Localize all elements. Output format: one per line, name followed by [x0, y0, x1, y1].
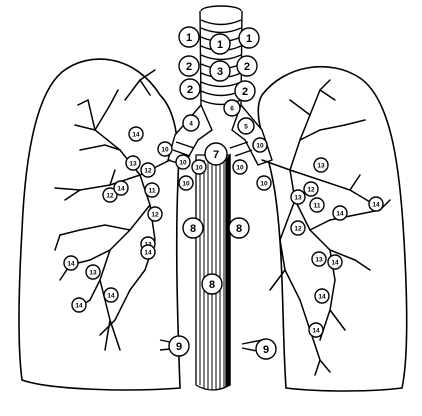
node-n13c: 13: [86, 265, 100, 279]
node-number: 3: [217, 66, 223, 78]
node-n3: 3: [210, 61, 230, 81]
node-n2c: 2: [180, 79, 200, 99]
node-n13e: 13: [291, 190, 305, 204]
node-n2b: 2: [237, 56, 257, 76]
node-n10c: 10: [179, 176, 193, 190]
left-bronchial-tree: [262, 80, 390, 375]
node-number: 13: [315, 257, 323, 264]
node-n8c: 8: [202, 274, 222, 294]
node-n11a: 11: [145, 183, 159, 197]
node-n10b: 10: [176, 155, 190, 169]
node-n12a: 12: [141, 163, 155, 177]
node-number: 14: [331, 260, 339, 267]
node-n8a: 8: [183, 218, 203, 238]
node-number: 12: [151, 212, 159, 219]
node-number: 8: [236, 223, 242, 235]
node-n8b: 8: [229, 218, 249, 238]
right-lung-outline: [19, 59, 180, 390]
node-number: 14: [107, 293, 115, 300]
node-number: 10: [195, 165, 203, 172]
node-number: 13: [317, 163, 325, 170]
node-n1c: 1: [239, 28, 259, 48]
node-number: 10: [256, 143, 264, 150]
node-n12d: 12: [291, 221, 305, 235]
node-number: 13: [129, 161, 137, 168]
node-n6: 6: [224, 100, 240, 116]
node-number: 13: [89, 270, 97, 277]
node-number: 14: [67, 261, 75, 268]
node-number: 10: [182, 181, 190, 188]
node-number: 14: [144, 250, 152, 257]
node-n14k: 14: [309, 323, 323, 337]
node-n10g: 10: [257, 176, 271, 190]
node-number: 14: [312, 328, 320, 335]
node-n14c: 14: [64, 256, 78, 270]
node-n14i: 14: [328, 255, 342, 269]
node-n9b: 9: [256, 339, 276, 359]
node-number: 14: [336, 211, 344, 218]
node-n14f: 14: [114, 181, 128, 195]
node-number: 11: [314, 203, 321, 210]
node-n1b: 1: [210, 34, 230, 54]
node-number: 1: [246, 33, 252, 45]
node-number: 8: [209, 279, 215, 291]
node-number: 10: [179, 160, 187, 167]
node-n4: 4: [183, 115, 199, 131]
node-number: 10: [161, 147, 169, 154]
node-n14d: 14: [72, 298, 86, 312]
node-number: 13: [294, 195, 302, 202]
node-number: 5: [244, 124, 248, 131]
node-n10f: 10: [253, 138, 267, 152]
left-lung-outline: [258, 67, 407, 391]
node-number: 14: [75, 303, 83, 310]
node-n10a: 10: [158, 142, 172, 156]
node-number: 10: [236, 165, 244, 172]
esophagus: [196, 155, 230, 390]
node-n14b: 14: [141, 245, 155, 259]
node-n2a: 2: [179, 56, 199, 76]
node-n14e: 14: [104, 288, 118, 302]
node-number: 4: [189, 121, 193, 128]
node-number: 14: [318, 294, 326, 301]
node-number: 14: [372, 202, 380, 209]
node-number: 9: [176, 341, 182, 353]
node-n14g: 14: [333, 206, 347, 220]
node-n1a: 1: [179, 27, 199, 47]
node-n13f: 13: [314, 158, 328, 172]
node-number: 7: [213, 149, 219, 161]
node-n2d: 2: [235, 81, 255, 101]
node-n9a: 9: [169, 336, 189, 356]
node-number: 2: [242, 86, 248, 98]
node-n11b: 11: [310, 198, 324, 212]
node-number: 14: [132, 132, 140, 139]
node-number: 12: [106, 193, 114, 200]
node-n14j: 14: [315, 289, 329, 303]
node-number: 12: [294, 226, 302, 233]
node-n10d: 10: [192, 160, 206, 174]
node-n12e: 12: [304, 182, 318, 196]
node-number: 1: [186, 32, 192, 44]
node-number: 12: [307, 187, 315, 194]
node-number: 1: [217, 39, 223, 51]
node-number: 6: [230, 106, 234, 113]
node-number: 2: [187, 84, 193, 96]
node-number: 9: [263, 344, 269, 356]
node-number: 14: [117, 186, 125, 193]
node-number: 2: [186, 61, 192, 73]
node-number: 2: [244, 61, 250, 73]
node-n5: 5: [238, 118, 254, 134]
node-n12b: 12: [148, 207, 162, 221]
node-number: 8: [190, 223, 196, 235]
node-number: 11: [149, 188, 156, 195]
node-n14h: 14: [369, 197, 383, 211]
node-n13a: 13: [126, 156, 140, 170]
node-number: 12: [144, 168, 152, 175]
node-number: 10: [260, 181, 268, 188]
node-n14a: 14: [129, 127, 143, 141]
node-n10e: 10: [233, 160, 247, 174]
node-n13d: 13: [312, 252, 326, 266]
node-n7: 7: [205, 143, 227, 165]
